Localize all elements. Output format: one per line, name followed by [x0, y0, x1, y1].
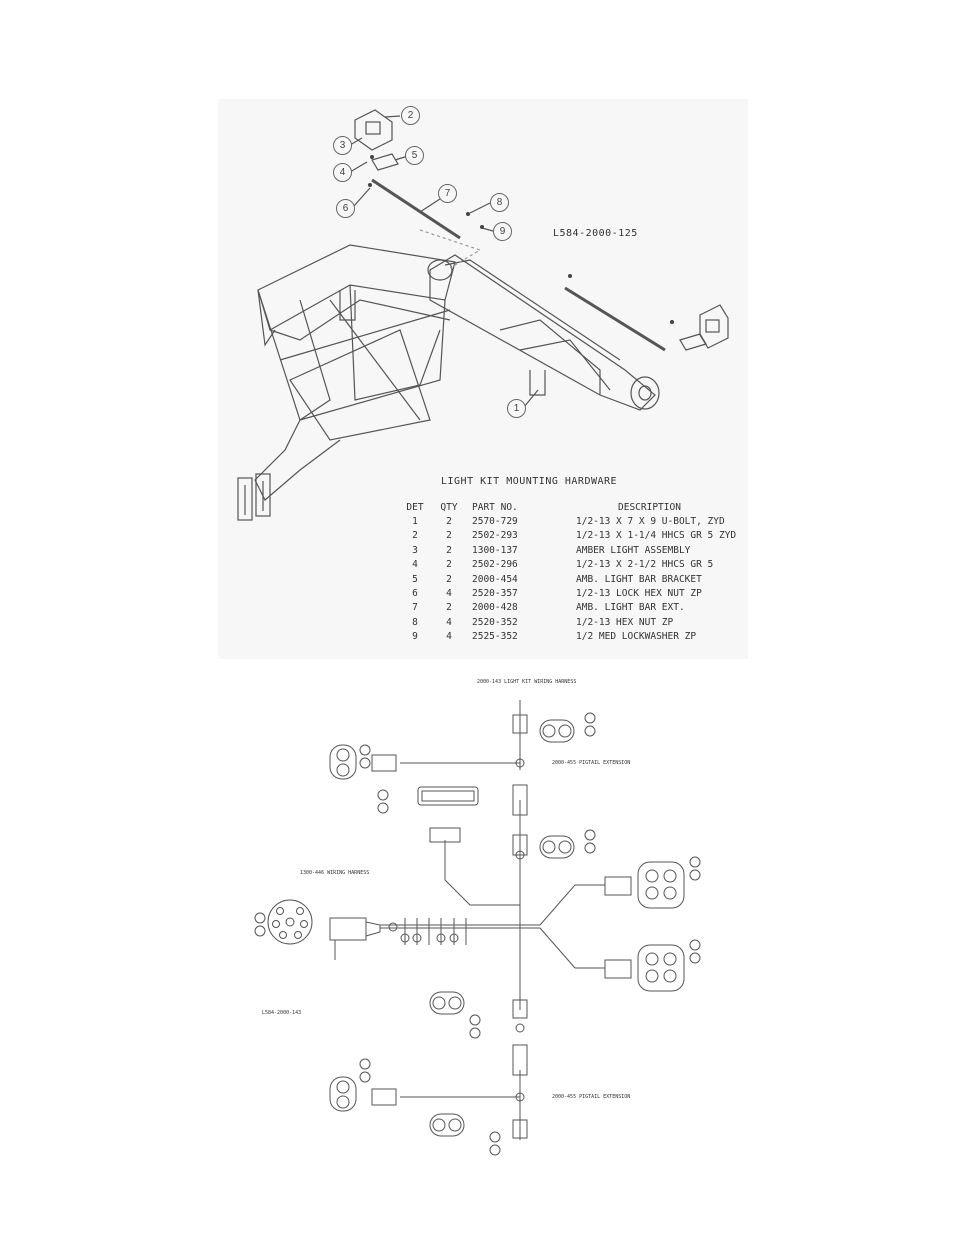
- cell-part-no: 2570-729: [472, 516, 518, 528]
- balloon-6: 6: [336, 199, 355, 218]
- table-row: 7 2 2000-428 AMB. LIGHT BAR EXT.: [396, 601, 788, 615]
- cell-det: 5: [412, 573, 418, 585]
- cell-description: AMB. LIGHT BAR EXT.: [576, 602, 685, 614]
- table-row: 8 4 2520-352 1/2-13 HEX NUT ZP: [396, 615, 788, 629]
- cell-det: 6: [412, 588, 418, 600]
- balloon-3: 3: [333, 136, 352, 155]
- cell-description: 1/2-13 LOCK HEX NUT ZP: [576, 588, 702, 600]
- balloon-9: 9: [493, 222, 512, 241]
- cell-description: 1/2-13 X 2-1/2 HHCS GR 5: [576, 559, 714, 571]
- cell-det: 1: [412, 516, 418, 528]
- col-qty: QTY: [440, 501, 458, 513]
- cell-det: 4: [412, 559, 418, 571]
- cell-qty: 4: [446, 631, 452, 643]
- balloon-2: 2: [401, 106, 420, 125]
- cell-part-no: 2000-454: [472, 573, 518, 585]
- cell-description: 1/2-13 X 1-1/4 HHCS GR 5 ZYD: [576, 530, 737, 542]
- table-row: 3 2 1300-137 AMBER LIGHT ASSEMBLY: [396, 543, 788, 557]
- table-row: 9 4 2525-352 1/2 MED LOCKWASHER ZP: [396, 630, 788, 644]
- cell-part-no: 2525-352: [472, 631, 518, 643]
- wiring-harness-label: 1300-446 WIRING HARNESS: [300, 870, 370, 876]
- cell-part-no: 1300-137: [472, 544, 518, 556]
- cell-det: 7: [412, 602, 418, 614]
- balloon-8: 8: [490, 193, 509, 212]
- cell-part-no: 2000-428: [472, 602, 518, 614]
- cell-part-no: 2520-352: [472, 616, 518, 628]
- cell-qty: 2: [446, 530, 452, 542]
- cell-det: 2: [412, 530, 418, 542]
- mounting-drawing-number: L584-2000-125: [553, 228, 638, 239]
- cell-part-no: 2520-357: [472, 588, 518, 600]
- cell-description: 1/2-13 X 7 X 9 U-BOLT, ZYD: [576, 516, 725, 528]
- table-row: 1 2 2570-729 1/2-13 X 7 X 9 U-BOLT, ZYD: [396, 514, 788, 528]
- parts-table-header: DET QTY PART NO. DESCRIPTION: [396, 500, 788, 514]
- mounting-hardware-panel: [218, 99, 748, 659]
- balloon-7: 7: [438, 184, 457, 203]
- cell-qty: 2: [446, 559, 452, 571]
- table-row: 2 2 2502-293 1/2-13 X 1-1/4 HHCS GR 5 ZYD: [396, 529, 788, 543]
- cell-part-no: 2502-296: [472, 559, 518, 571]
- cell-qty: 2: [446, 602, 452, 614]
- cell-qty: 2: [446, 516, 452, 528]
- balloon-4: 4: [333, 163, 352, 182]
- pigtail-extension-bottom: 2000-455 PIGTAIL EXTENSION: [552, 1094, 631, 1100]
- col-part-no: PART NO.: [472, 501, 518, 513]
- cell-det: 3: [412, 544, 418, 556]
- harness-title: 2000-143 LIGHT KIT WIRING HARNESS: [477, 679, 577, 685]
- table-row: 5 2 2000-454 AMB. LIGHT BAR BRACKET: [396, 572, 788, 586]
- col-det: DET: [406, 501, 424, 513]
- table-row: 4 2 2502-296 1/2-13 X 2-1/2 HHCS GR 5: [396, 558, 788, 572]
- cell-det: 9: [412, 631, 418, 643]
- harness-drawing-number: L584-2000-143: [262, 1010, 302, 1016]
- cell-description: 1/2-13 HEX NUT ZP: [576, 616, 674, 628]
- cell-description: AMB. LIGHT BAR BRACKET: [576, 573, 702, 585]
- pigtail-extension-top: 2000-455 PIGTAIL EXTENSION: [552, 760, 631, 766]
- cell-qty: 4: [446, 616, 452, 628]
- cell-description: 1/2 MED LOCKWASHER ZP: [576, 631, 697, 643]
- cell-qty: 2: [446, 573, 452, 585]
- cell-part-no: 2502-293: [472, 530, 518, 542]
- balloon-1: 1: [507, 399, 526, 418]
- balloon-5: 5: [405, 146, 424, 165]
- cell-qty: 2: [446, 544, 452, 556]
- cell-qty: 4: [446, 588, 452, 600]
- table-row: 6 4 2520-357 1/2-13 LOCK HEX NUT ZP: [396, 586, 788, 600]
- cell-det: 8: [412, 616, 418, 628]
- col-description: DESCRIPTION: [618, 501, 681, 513]
- parts-table-title: LIGHT KIT MOUNTING HARDWARE: [441, 476, 618, 487]
- cell-description: AMBER LIGHT ASSEMBLY: [576, 544, 691, 556]
